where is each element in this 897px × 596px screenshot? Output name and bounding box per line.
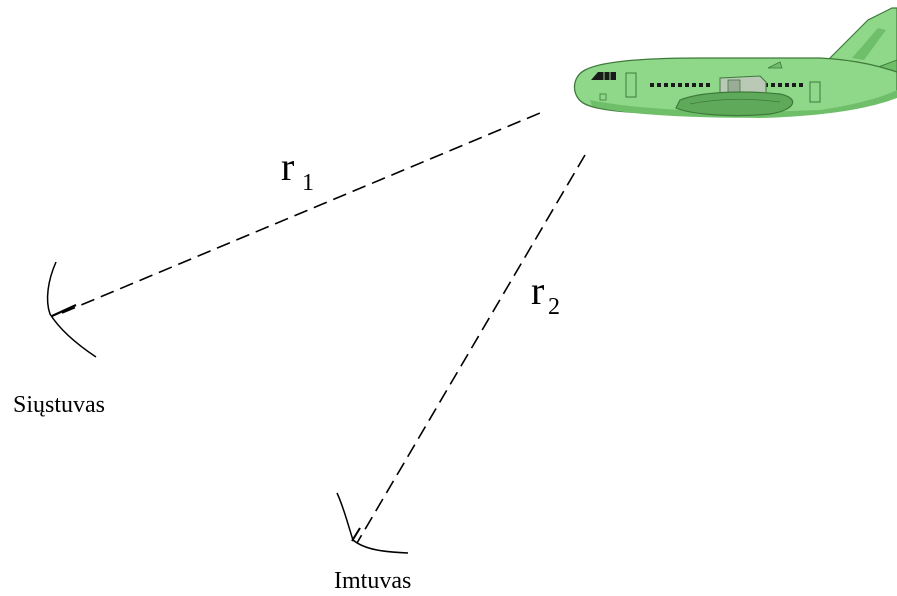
receiver-label: Imtuvas — [334, 568, 411, 594]
path-r2-symbol: r — [531, 268, 544, 313]
path-r1-symbol: r — [281, 144, 294, 189]
path-r1-line — [62, 113, 540, 313]
airplane-icon — [574, 8, 897, 118]
path-r1-subscript: 1 — [302, 170, 314, 196]
transmitter-label: Siųstuvas — [13, 392, 105, 418]
receiver-dish-icon — [337, 493, 408, 553]
path-r2-line — [357, 155, 585, 543]
path-r2-subscript: 2 — [548, 294, 560, 320]
